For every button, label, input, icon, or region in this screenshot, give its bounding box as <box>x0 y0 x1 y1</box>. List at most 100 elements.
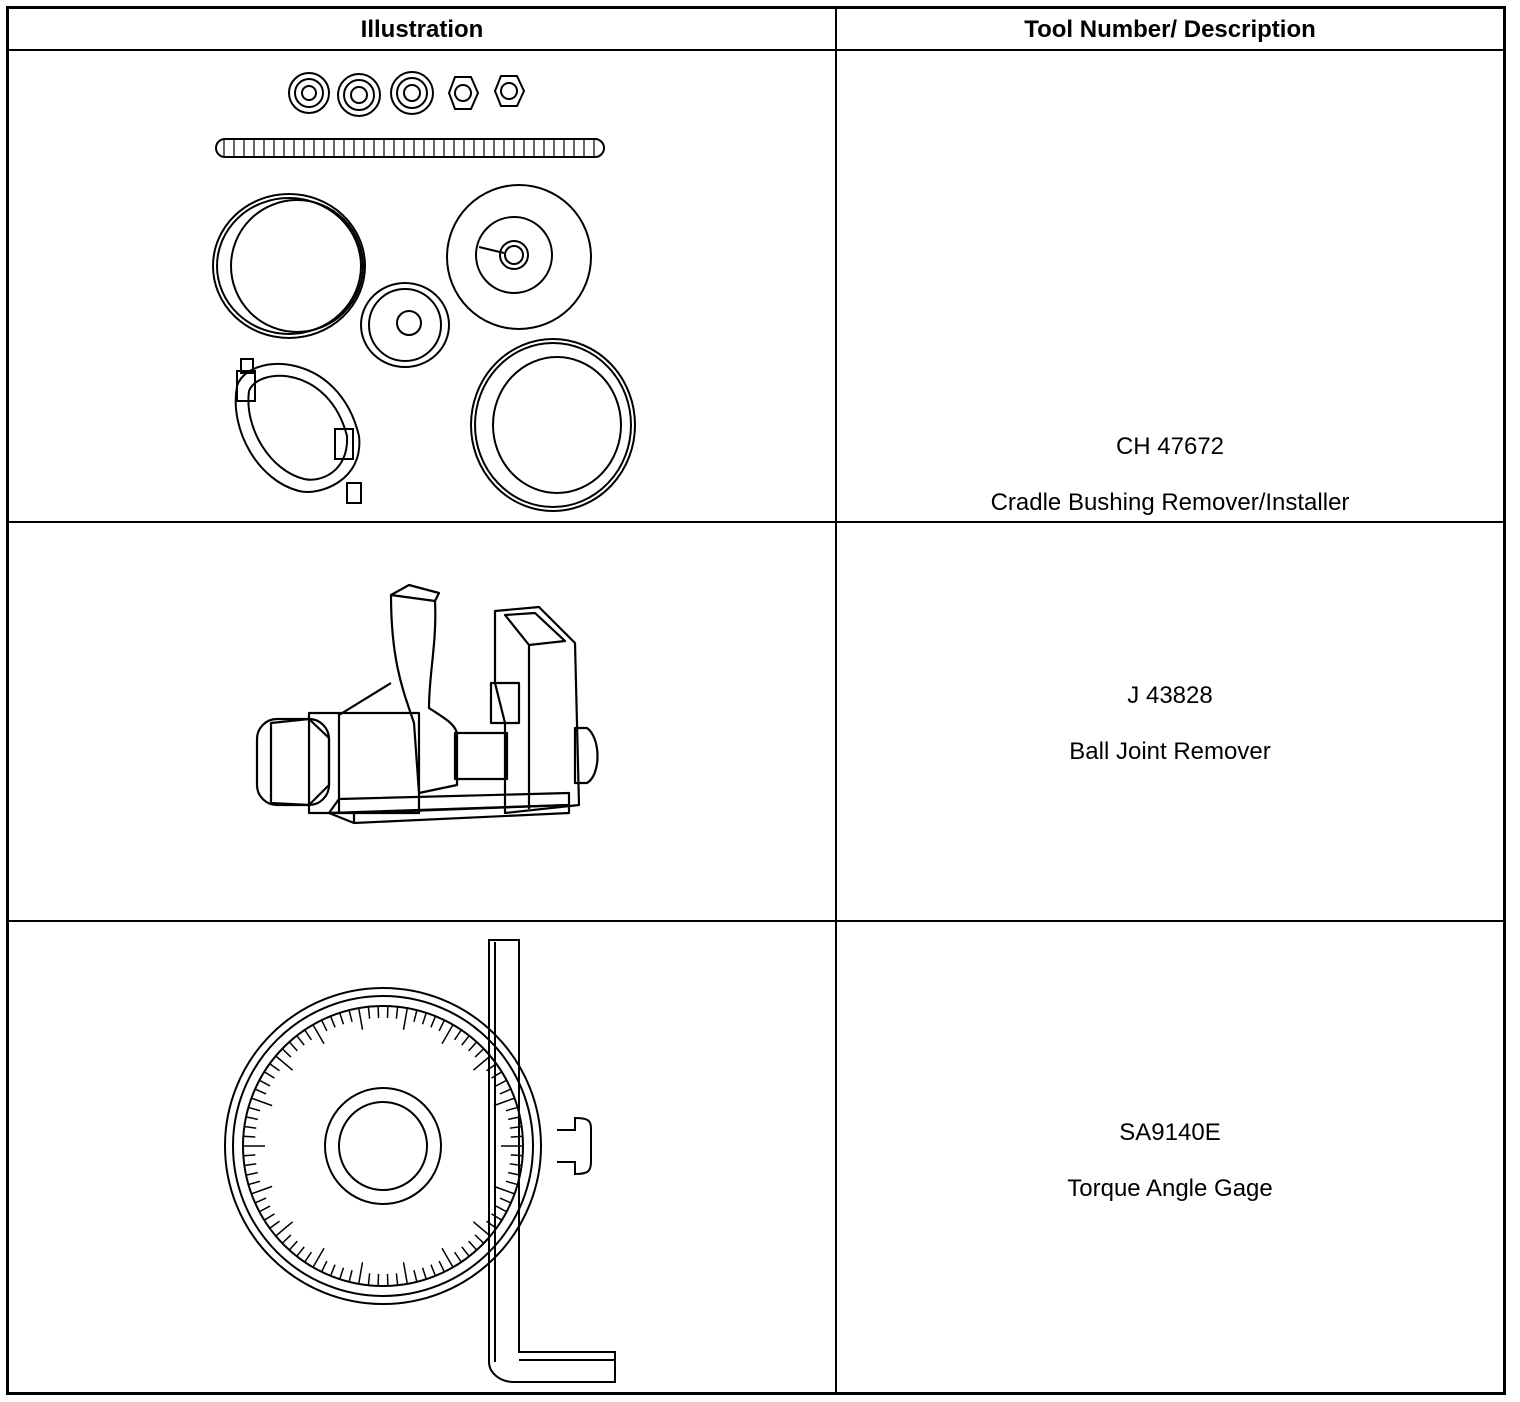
dial-tick <box>468 1240 478 1251</box>
dial-tick <box>244 1163 257 1167</box>
dial-tick <box>413 1270 418 1283</box>
tool-number: CH 47672 <box>1115 433 1225 460</box>
tool-description: Torque Angle Gage <box>1067 1175 1273 1202</box>
dial-tick <box>510 1135 523 1138</box>
dial-tick <box>320 1260 328 1273</box>
dial-tick <box>453 1251 462 1263</box>
dial-tick <box>486 1063 497 1072</box>
dial-tick <box>367 1273 371 1286</box>
tool-table: Illustration Tool Number/ Description <box>6 6 1506 1395</box>
table-row-3-illustration <box>9 922 835 1392</box>
dial-tick <box>304 1251 313 1263</box>
dial-tick <box>329 1015 336 1028</box>
dial-tick <box>395 1273 399 1286</box>
dial-tick <box>259 1205 271 1213</box>
dial-tick <box>269 1220 280 1229</box>
dial-tick <box>441 1247 454 1268</box>
dial-tick <box>254 1088 267 1095</box>
dial-tick <box>438 1260 446 1273</box>
dial-tick <box>288 1041 298 1052</box>
dial-tick <box>281 1048 292 1058</box>
dial-tick <box>251 1097 273 1107</box>
dial-tick <box>281 1234 292 1244</box>
dial-tick <box>269 1063 280 1072</box>
dial-tick <box>505 1106 518 1112</box>
dial-tick <box>248 1106 261 1112</box>
dial-tick <box>453 1029 462 1041</box>
dial-tick <box>263 1213 275 1221</box>
dial-tick <box>357 1262 364 1285</box>
bushing-tool-kit-icon <box>212 71 636 512</box>
dial-tick <box>441 1024 454 1045</box>
dial-tick <box>499 1088 512 1095</box>
row-divider-2 <box>9 920 1503 922</box>
dial-tick <box>248 1180 261 1186</box>
table-row-1-description: CH 47672 Cradle Bushing Remover/Installe… <box>837 433 1503 517</box>
dial-tick <box>438 1019 446 1032</box>
dial-tick <box>367 1006 371 1019</box>
dial-tick <box>348 1270 353 1283</box>
dial-tick <box>339 1012 345 1025</box>
ball-joint-remover-icon <box>255 583 599 825</box>
dial-tick <box>421 1267 427 1280</box>
dial-tick <box>468 1041 478 1052</box>
dial-tick <box>263 1071 275 1079</box>
dial-tick <box>304 1029 313 1041</box>
dial-tick <box>413 1009 418 1022</box>
dial-tick <box>357 1007 364 1030</box>
dial-tick <box>244 1125 257 1129</box>
dial-tick <box>254 1197 267 1204</box>
table-row-1-illustration <box>9 51 835 521</box>
dial-tick <box>312 1024 325 1045</box>
table-row-3-description: SA9140E Torque Angle Gage <box>837 1119 1503 1203</box>
dial-tick <box>275 1221 294 1237</box>
dial-tick <box>499 1197 512 1204</box>
dial-tick <box>251 1185 273 1195</box>
dial-tick <box>259 1079 271 1087</box>
dial-tick <box>505 1180 518 1186</box>
dial-tick <box>296 1246 305 1257</box>
dial-tick <box>472 1055 491 1071</box>
dial-tick <box>472 1221 491 1237</box>
dial-tick <box>510 1154 523 1157</box>
torque-angle-gage-icon <box>224 939 616 1383</box>
dial-tick <box>493 1097 515 1107</box>
dial-tick <box>491 1213 503 1221</box>
dial-tick <box>320 1019 328 1032</box>
dial-tick <box>495 1079 507 1087</box>
dial-tick <box>421 1012 427 1025</box>
dial-tick <box>508 1116 521 1121</box>
header-tool-description: Tool Number/ Description <box>1024 16 1316 43</box>
dial-tick <box>329 1264 336 1277</box>
dial-tick <box>275 1055 294 1071</box>
dial-tick <box>245 1171 258 1176</box>
tool-description: Ball Joint Remover <box>1069 738 1271 765</box>
dial-tick <box>288 1240 298 1251</box>
dial-tick <box>495 1205 507 1213</box>
table-row-2-illustration <box>9 523 835 920</box>
dial-tick <box>486 1220 497 1229</box>
dial-tick <box>461 1246 470 1257</box>
dial-tick <box>245 1116 258 1121</box>
header-illustration: Illustration <box>360 16 484 43</box>
dial-tick <box>509 1163 522 1167</box>
dial-tick <box>474 1234 485 1244</box>
tool-number: J 43828 <box>1127 682 1213 709</box>
tool-description: Cradle Bushing Remover/Installer <box>990 489 1350 516</box>
dial-tick <box>296 1035 305 1046</box>
dial-tick <box>348 1009 353 1022</box>
dial-tick <box>493 1185 515 1195</box>
dial-tick <box>430 1264 437 1277</box>
dial-tick <box>491 1071 503 1079</box>
dial-tick <box>243 1154 256 1157</box>
dial-tick <box>402 1007 409 1030</box>
tool-number: SA9140E <box>1119 1119 1221 1146</box>
column-divider <box>835 9 837 1392</box>
dial-tick <box>474 1048 485 1058</box>
dial-tick <box>430 1015 437 1028</box>
dial-tick <box>243 1135 256 1138</box>
dial-tick <box>402 1262 409 1285</box>
row-divider-1 <box>9 521 1503 523</box>
dial-tick <box>509 1125 522 1129</box>
dial-tick <box>461 1035 470 1046</box>
